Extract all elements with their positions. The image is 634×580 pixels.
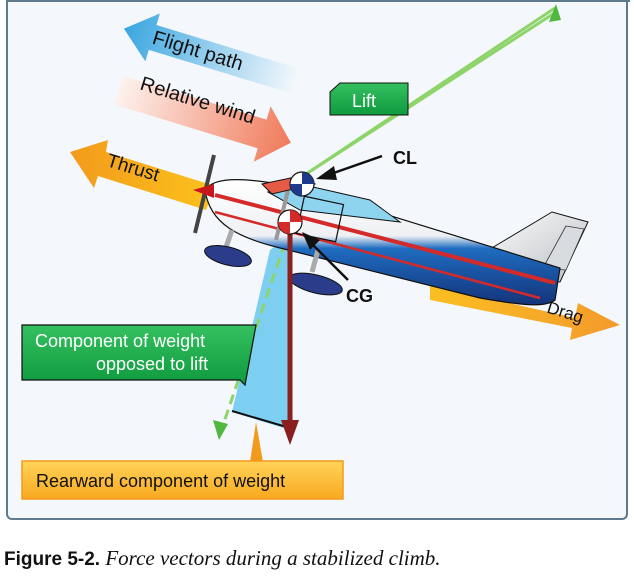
cg-label: CG xyxy=(346,286,373,306)
main-gear-leg xyxy=(309,249,321,273)
cl-pointer-arrowhead xyxy=(316,166,337,180)
cg-pointer-arrowhead xyxy=(302,232,320,250)
figure-frame-top xyxy=(6,0,630,2)
lift-vector xyxy=(299,6,556,180)
component-weight-label-line2: opposed to lift xyxy=(96,354,208,374)
force-diagram: Flight path Relative wind Thrust Drag Li… xyxy=(21,4,620,500)
cg-pointer-line xyxy=(307,239,349,281)
relative-wind-arrow xyxy=(114,75,291,162)
lift-arrowhead xyxy=(549,4,561,22)
caption-text: Force vectors during a stabilized climb. xyxy=(105,546,441,570)
lift-label-box xyxy=(329,82,409,116)
component-weight-label-box xyxy=(21,324,257,387)
rearward-pointer xyxy=(250,422,263,462)
lift-label: Lift xyxy=(352,91,376,111)
weight-component-triangle xyxy=(232,235,290,430)
nose-wheel-pant xyxy=(204,245,252,267)
figure-number: Figure 5-2. xyxy=(4,549,101,570)
thrust-arrow xyxy=(70,140,215,210)
cabin-door xyxy=(295,195,345,243)
fuselage-red-stripe xyxy=(214,193,556,285)
spinner xyxy=(193,184,214,198)
rearward-label-box xyxy=(21,460,344,500)
rearward-label: Rearward component of weight xyxy=(36,471,285,491)
fuselage-lower-stripe xyxy=(214,210,541,300)
weight-arrowhead xyxy=(281,420,299,445)
airplane-illustration xyxy=(193,154,589,306)
flight-path-arrow xyxy=(123,13,300,94)
figure-caption: Figure 5-2. Force vectors during a stabi… xyxy=(4,546,441,571)
component-weight-label-line1: Component of weight xyxy=(35,331,205,351)
rearward-component-line xyxy=(231,410,291,429)
rudder xyxy=(542,225,585,271)
weight-opposed-lift-arrowhead xyxy=(213,420,228,440)
drag-arrow xyxy=(430,285,620,340)
center-of-gravity-marker xyxy=(277,209,303,235)
cl-label: CL xyxy=(393,148,417,168)
main-wheel-pant xyxy=(289,272,343,296)
center-of-lift-marker xyxy=(289,171,315,197)
flight-path-label: Flight path xyxy=(150,27,246,75)
